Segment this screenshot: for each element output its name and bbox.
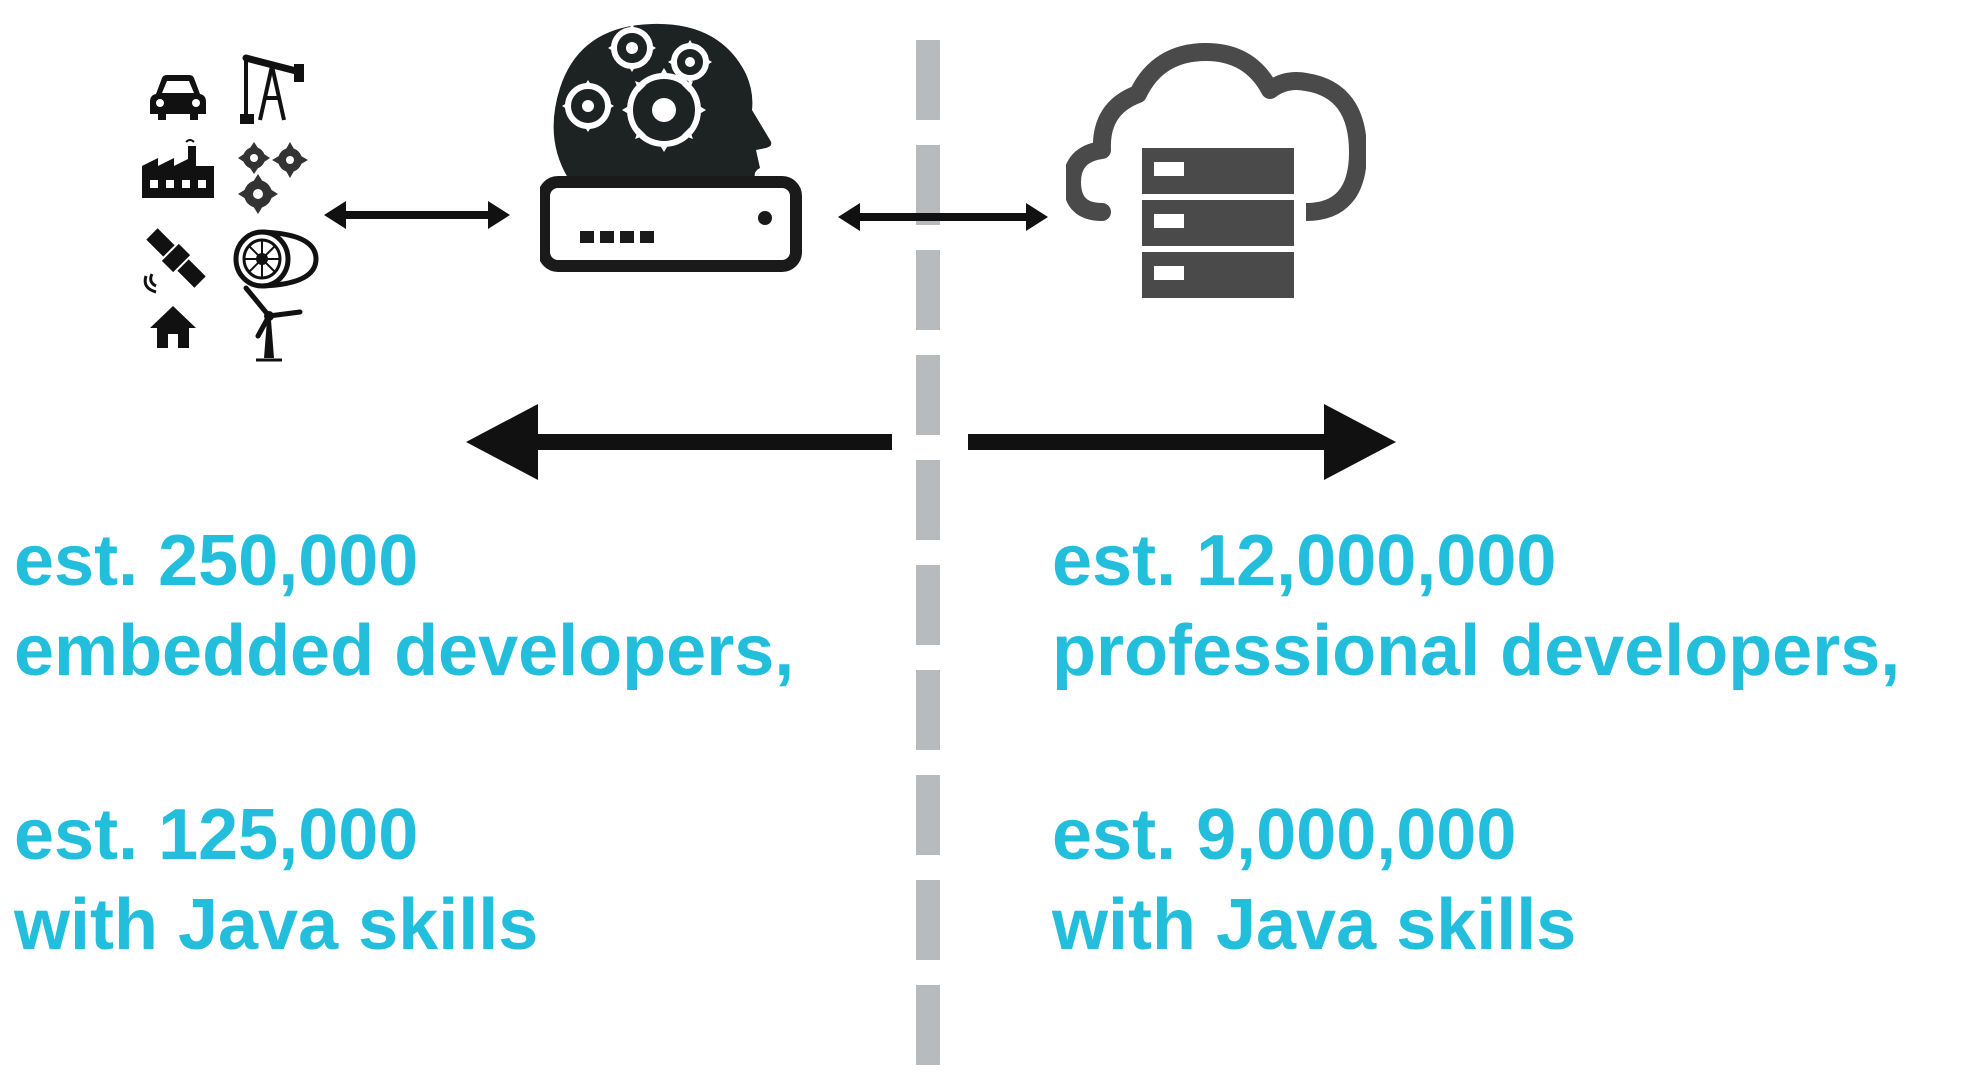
embedded-java-stats: est. 125,000 with Java skills bbox=[14, 790, 538, 970]
ai-head-gateway-icon bbox=[540, 18, 810, 274]
satellite-icon bbox=[143, 228, 206, 294]
embedded-developers-label: embedded developers, bbox=[14, 611, 795, 691]
oil-pump-icon bbox=[240, 54, 304, 124]
embedded-developers-count: est. 250,000 bbox=[14, 521, 419, 601]
home-icon bbox=[150, 306, 196, 348]
embedded-developers-stats: est. 250,000 embedded developers, bbox=[14, 516, 794, 696]
professional-java-count: est. 9,000,000 bbox=[1052, 795, 1517, 875]
professional-developers-label: professional developers, bbox=[1052, 611, 1901, 691]
gears-icon bbox=[238, 142, 308, 214]
professional-java-label: with Java skills bbox=[1052, 885, 1577, 965]
professional-developers-stats: est. 12,000,000 professional developers, bbox=[1052, 516, 1900, 696]
device-gateway-arrow bbox=[324, 201, 510, 229]
cloud-server-icon bbox=[1066, 36, 1366, 308]
embedded-java-label: with Java skills bbox=[14, 885, 539, 965]
gateway-cloud-arrow bbox=[838, 203, 1048, 231]
car-icon bbox=[150, 75, 206, 120]
left-market-arrow bbox=[466, 404, 892, 480]
right-market-arrow bbox=[968, 404, 1396, 480]
wind-turbine-icon bbox=[243, 285, 303, 362]
turbine-engine-icon bbox=[233, 229, 319, 289]
factory-icon bbox=[142, 139, 214, 198]
embedded-java-count: est. 125,000 bbox=[14, 795, 419, 875]
professional-java-stats: est. 9,000,000 with Java skills bbox=[1052, 790, 1576, 970]
professional-developers-count: est. 12,000,000 bbox=[1052, 521, 1557, 601]
device-icons-cluster bbox=[128, 52, 328, 362]
